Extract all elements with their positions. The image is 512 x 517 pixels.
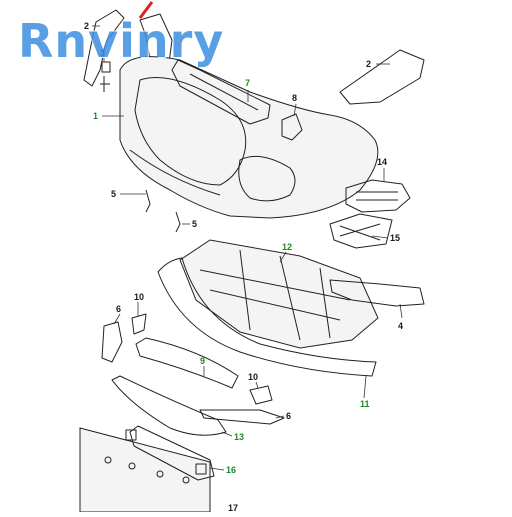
red-marker (138, 1, 154, 19)
callout-labels: 2 3 2 7 8 1 14 5 5 15 12 4 6 10 9 10 6 1… (84, 21, 403, 513)
callout-14: 14 (377, 157, 387, 167)
clip-5-right (175, 211, 181, 233)
lower-spoiler-strip (157, 257, 377, 377)
callout-15: 15 (390, 233, 400, 243)
callout-6-left: 6 (116, 304, 121, 314)
callout-11: 11 (360, 399, 370, 409)
undertray (179, 239, 379, 349)
callout-1: 1 (93, 111, 98, 121)
upper-grille (345, 179, 411, 213)
center-bracket (171, 59, 271, 125)
lower-grille-strip (111, 375, 227, 436)
callout-12: 12 (282, 242, 292, 252)
side-bracket-4 (329, 279, 425, 307)
center-trim-strip (135, 337, 239, 389)
callout-2-right: 2 (366, 59, 371, 69)
callout-17: 17 (228, 503, 238, 512)
callout-2-upper: 2 (84, 21, 89, 31)
callout-9: 9 (200, 356, 205, 366)
bumper-cover (119, 56, 379, 219)
callout-10-right: 10 (248, 372, 258, 382)
clip-5-left (145, 189, 151, 213)
left-clip-10 (131, 313, 147, 335)
callout-7: 7 (245, 78, 250, 88)
callout-5-left: 5 (111, 189, 116, 199)
callout-8: 8 (292, 93, 297, 103)
callout-10-left: 10 (134, 292, 144, 302)
lower-grille (329, 213, 393, 249)
callout-16: 16 (226, 465, 236, 475)
callout-4: 4 (398, 321, 403, 331)
callout-3: 3 (100, 48, 105, 58)
leader-lines (92, 25, 403, 471)
right-clip-10 (249, 385, 273, 405)
bracket-8 (281, 113, 303, 141)
license-plate-plinth (79, 427, 211, 513)
callout-13: 13 (234, 432, 244, 442)
callout-5-right: 5 (192, 219, 197, 229)
left-trim-bracket (101, 321, 123, 363)
right-trim-bracket (199, 409, 285, 425)
callout-6-right: 6 (286, 411, 291, 421)
impact-beam (125, 425, 215, 481)
clip-part (100, 61, 111, 92)
right-side-bracket (339, 49, 425, 105)
